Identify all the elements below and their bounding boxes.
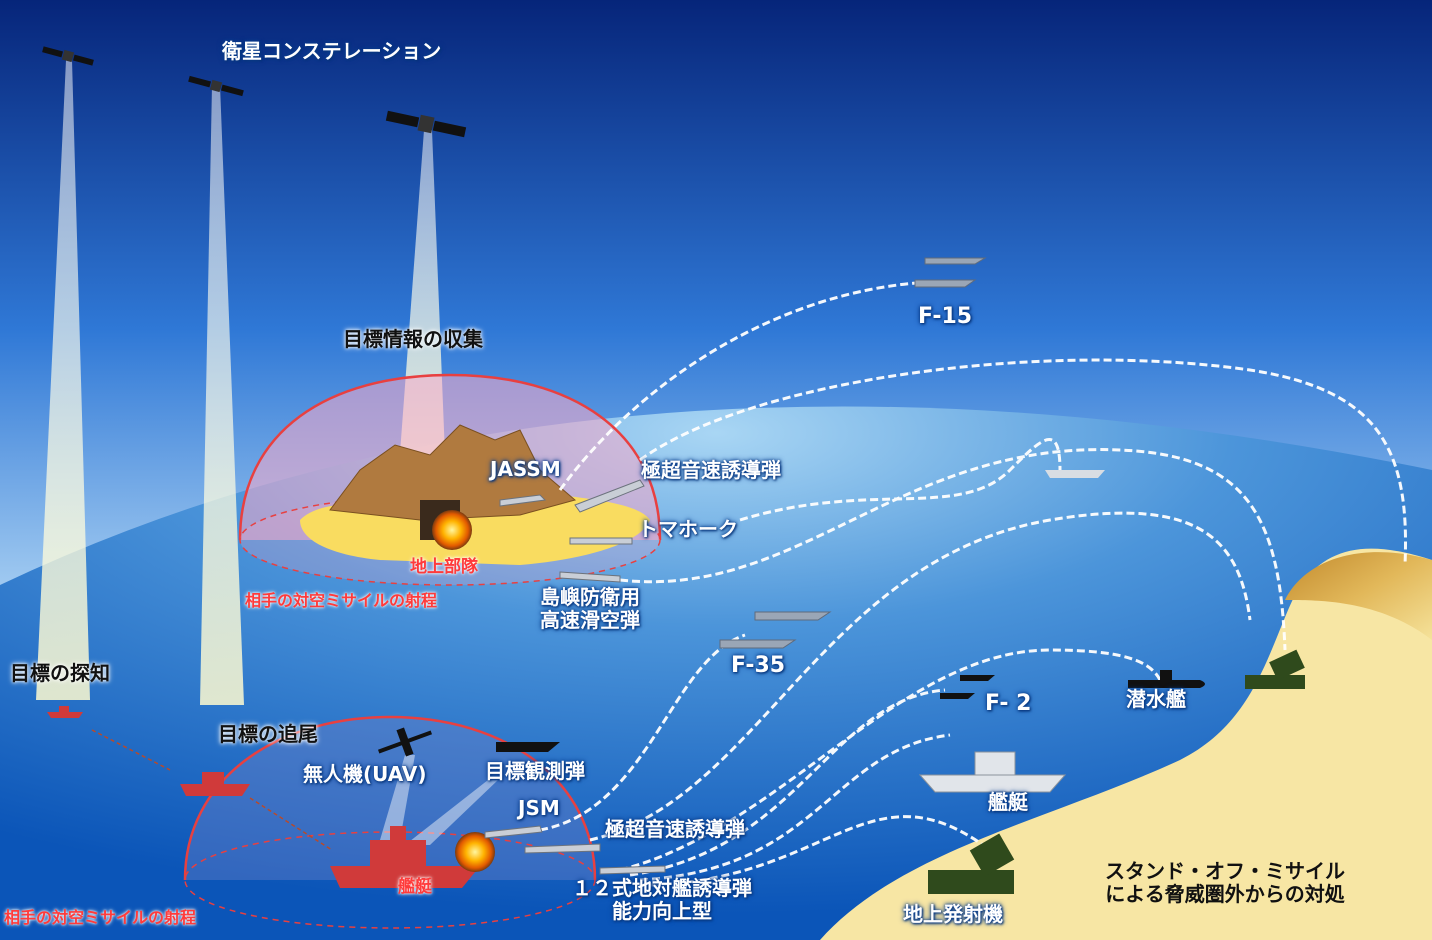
satellite-icon (188, 75, 244, 97)
cruise-missile-icon (569, 537, 633, 545)
island-glide-label: 島嶼防衛用 高速滑空弾 (540, 586, 640, 632)
f2-label: F- 2 (985, 691, 1032, 716)
trajectory-hypersonic-bottom (589, 511, 1252, 842)
f15-label: F-15 (918, 304, 973, 329)
type12-line-2: 能力向上型 (612, 899, 712, 923)
enemy-aa-range-island-label: 相手の対空ミサイルの射程 (245, 591, 438, 610)
destroyer-icon (918, 751, 1067, 793)
fighter-jet-group (719, 257, 987, 649)
hypersonic-bottom-label: 極超音速誘導弾 (605, 817, 745, 841)
island-glide-line-1: 島嶼防衛用 (540, 585, 640, 609)
sea-range-dome (183, 715, 597, 881)
type12-line-1: １２式地対艦誘導弾 (572, 876, 752, 900)
trajectories (539, 280, 1407, 887)
caption-line-1: スタンド・オフ・ミサイル (1105, 859, 1345, 883)
trajectory-glide (619, 448, 1287, 651)
trajectory-hypersonic-top (639, 358, 1407, 566)
trajectory-jsm (539, 633, 746, 832)
ground-launcher-label: 地上発射機 (903, 902, 1003, 926)
fighter-jet-icon (914, 279, 977, 288)
target-info-collection-label: 目標情報の収集 (343, 327, 483, 351)
cruise-missile-icon (559, 571, 621, 583)
enemy-ship-icon (330, 826, 480, 888)
tomahawk-label: トマホーク (638, 517, 738, 541)
f35-label: F-35 (731, 653, 786, 678)
cruise-missile-icon (524, 843, 601, 854)
satellite-beam (200, 85, 244, 705)
target-detection-label: 目標の探知 (10, 661, 110, 685)
fighter-jet-icon (940, 693, 975, 699)
destroyer-icon (1045, 470, 1105, 478)
enemy-ship-icon (180, 772, 250, 796)
stealth-fighter-icon (754, 611, 832, 621)
f2-group (940, 675, 995, 699)
detection-arrow (91, 729, 171, 771)
tracking-arrow (249, 797, 333, 851)
observation-beam (405, 780, 498, 845)
caption-line-2: による脅威圏外からの対処 (1105, 882, 1345, 906)
explosion-icon (432, 510, 472, 550)
enemy-aa-range-sea-label: 相手の対空ミサイルの射程 (4, 908, 197, 927)
trajectory-submarine (619, 648, 1162, 872)
target-observation-missile-label: 目標観測弾 (485, 759, 585, 783)
cruise-missile-icon (499, 494, 547, 507)
drone-icon (378, 727, 432, 757)
missile-launcher-truck-icon (1245, 649, 1305, 689)
observation-missile-icon (496, 742, 560, 752)
ground-unit-label: 地上部隊 (410, 557, 478, 577)
enemy-ship-icon (47, 706, 83, 718)
warship-friendly-label: 艦艇 (988, 790, 1028, 814)
cruise-missile-icon (574, 479, 645, 513)
island-mountain (329, 424, 577, 521)
target-tracking-label: 目標の追尾 (218, 722, 318, 746)
trajectory-ship (639, 733, 951, 882)
submarine-icon (1128, 670, 1205, 688)
hypersonic-top-label: 極超音速誘導弾 (641, 458, 781, 482)
submarine-label: 潜水艦 (1126, 687, 1186, 711)
caption: スタンド・オフ・ミサイル による脅威圏外からの対処 (1105, 860, 1345, 906)
warship-enemy-label: 艦艇 (398, 877, 432, 897)
trajectory-f2 (629, 688, 946, 877)
fighter-jet-icon (924, 257, 987, 265)
missile-launcher-truck-icon (928, 833, 1015, 894)
type12-label: １２式地対艦誘導弾 能力向上型 (572, 877, 752, 923)
satellite-icon (385, 110, 467, 138)
coast-cliff (1285, 552, 1432, 640)
jsm-label: JSM (518, 796, 560, 820)
stealth-fighter-icon (719, 639, 797, 649)
uav-label: 無人機(UAV) (303, 762, 427, 786)
uav-beam (380, 755, 415, 840)
island-glide-line-2: 高速滑空弾 (540, 608, 640, 632)
trajectory-tomahawk (739, 438, 1062, 522)
fighter-jet-icon (960, 675, 995, 681)
trajectory-jassm (558, 280, 931, 491)
jassm-label: JASSM (490, 457, 561, 481)
satellite-beam (36, 60, 90, 700)
satellite-constellation-label: 衛星コンステレーション (222, 39, 442, 63)
cruise-missile-icon (599, 865, 666, 875)
missile-group (484, 479, 666, 875)
cruise-missile-icon (484, 825, 543, 839)
explosion-icon (455, 832, 495, 872)
trajectory-launcher (649, 815, 991, 887)
satellite-icon (42, 46, 94, 66)
coast-land (820, 548, 1432, 940)
